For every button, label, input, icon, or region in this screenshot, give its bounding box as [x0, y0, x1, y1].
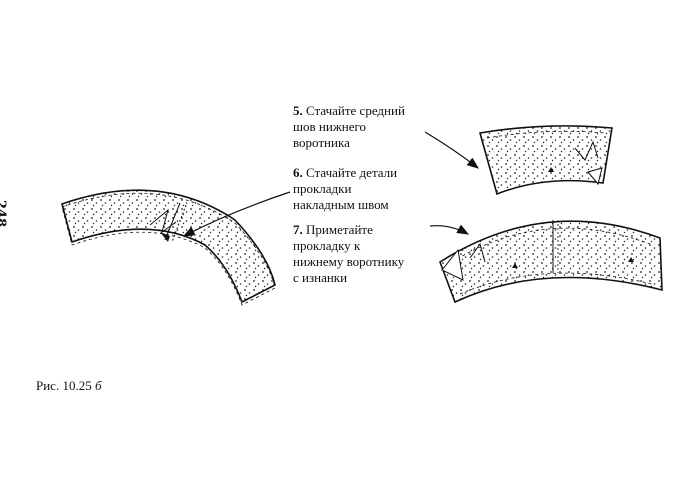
instruction-5: 5. Стачайте средний шов нижнего воротник…: [293, 103, 405, 151]
instruction-line: Приметайте: [306, 222, 373, 237]
instruction-line: с изнанки: [293, 270, 348, 285]
instruction-7: 7. Приметайте прокладку к нижнему воротн…: [293, 222, 404, 286]
arrow-7: [429, 224, 470, 235]
instruction-number: 7.: [293, 222, 303, 237]
instruction-line: Стачайте детали: [306, 165, 398, 180]
instruction-line: прокладки: [293, 181, 352, 196]
caption-text: Рис. 10.25: [36, 378, 92, 393]
arrow-5: [424, 131, 479, 169]
instruction-number: 6.: [293, 165, 303, 180]
caption-letter: б: [94, 378, 102, 393]
interfacing-joined-illustration: [61, 189, 276, 306]
interfacing-basted-illustration: [439, 220, 663, 304]
instruction-line: Стачайте средний: [306, 103, 405, 118]
arrow-6: [182, 191, 291, 237]
instruction-line: накладным швом: [293, 197, 389, 212]
instruction-line: прокладку к: [293, 238, 361, 253]
instruction-number: 5.: [293, 103, 303, 118]
under-collar-seam-illustration: [478, 125, 613, 196]
instruction-line: шов нижнего: [293, 119, 367, 134]
figure-caption: Рис. 10.25 б: [36, 378, 102, 394]
instruction-line: воротника: [293, 135, 350, 150]
instruction-6: 6. Стачайте детали прокладки накладным ш…: [293, 165, 397, 213]
instruction-line: нижнему воротнику: [293, 254, 405, 269]
